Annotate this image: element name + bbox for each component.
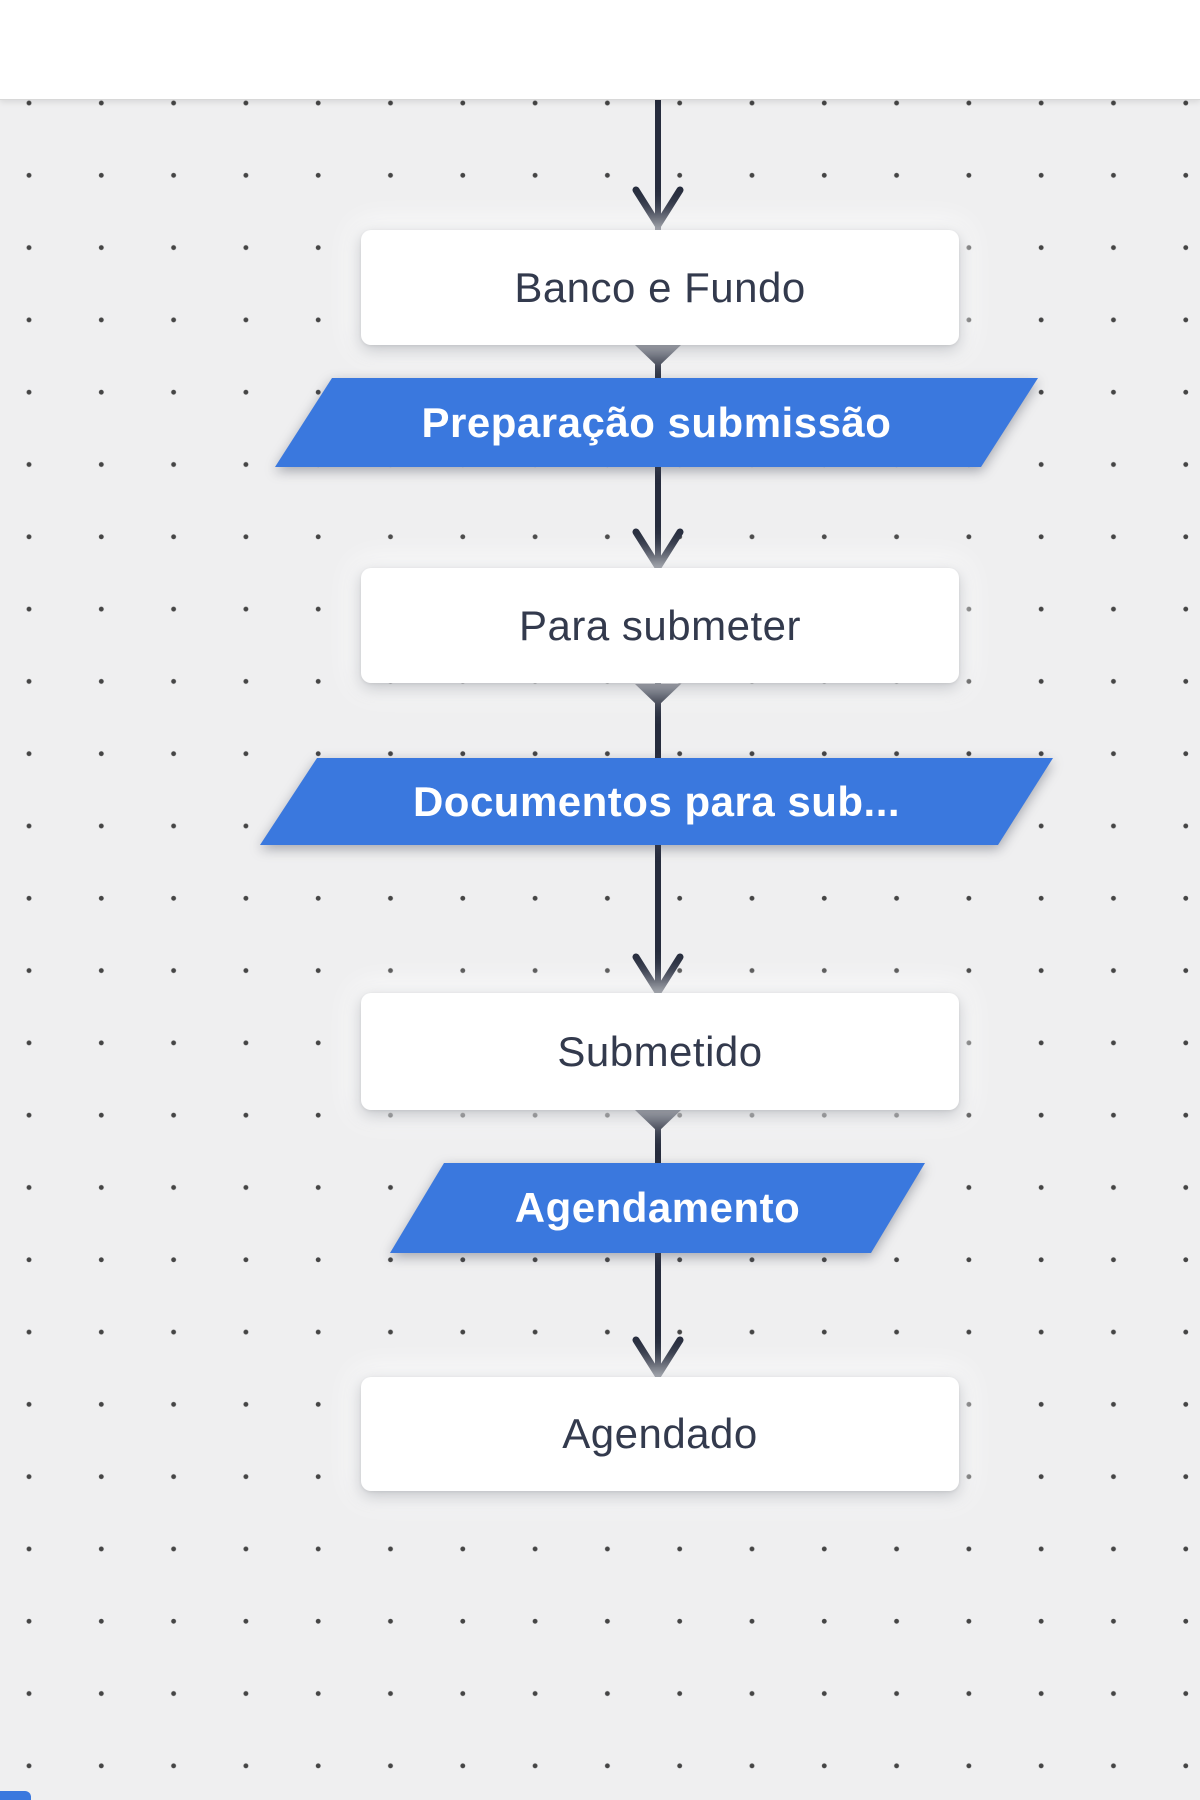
activity-label: Preparação submissão: [275, 378, 1038, 467]
arrow-down-chevron-icon: [632, 1336, 684, 1379]
stage-node-banco-e-fundo[interactable]: Banco e Fundo: [361, 230, 959, 345]
activity-node-preparacao-submissao[interactable]: Preparação submissão: [275, 378, 1038, 467]
stage-node-submetido[interactable]: Submetido: [361, 993, 959, 1110]
activity-label: Agendamento: [390, 1163, 925, 1253]
bottom-left-blue-chip: [0, 1791, 31, 1800]
stage-label: Agendado: [562, 1410, 758, 1457]
activity-label: Documentos para sub...: [260, 758, 1053, 845]
activity-node-documentos-para-sub[interactable]: Documentos para sub...: [260, 758, 1053, 845]
stage-label: Submetido: [557, 1027, 763, 1075]
activity-node-agendamento[interactable]: Agendamento: [390, 1163, 925, 1253]
top-app-bar: [0, 0, 1200, 100]
connector-line: [655, 99, 661, 1376]
arrow-triangle-icon: [635, 1110, 681, 1132]
arrow-down-chevron-icon: [632, 528, 684, 571]
arrow-triangle-icon: [635, 684, 681, 706]
arrow-down-chevron-icon: [632, 953, 684, 996]
stage-label: Para submeter: [519, 601, 801, 649]
arrow-down-chevron-icon: [632, 186, 684, 229]
stage-label: Banco e Fundo: [514, 263, 806, 311]
stage-node-para-submeter[interactable]: Para submeter: [361, 568, 959, 683]
arrow-triangle-icon: [635, 345, 681, 367]
stage-node-agendado[interactable]: Agendado: [361, 1377, 959, 1491]
